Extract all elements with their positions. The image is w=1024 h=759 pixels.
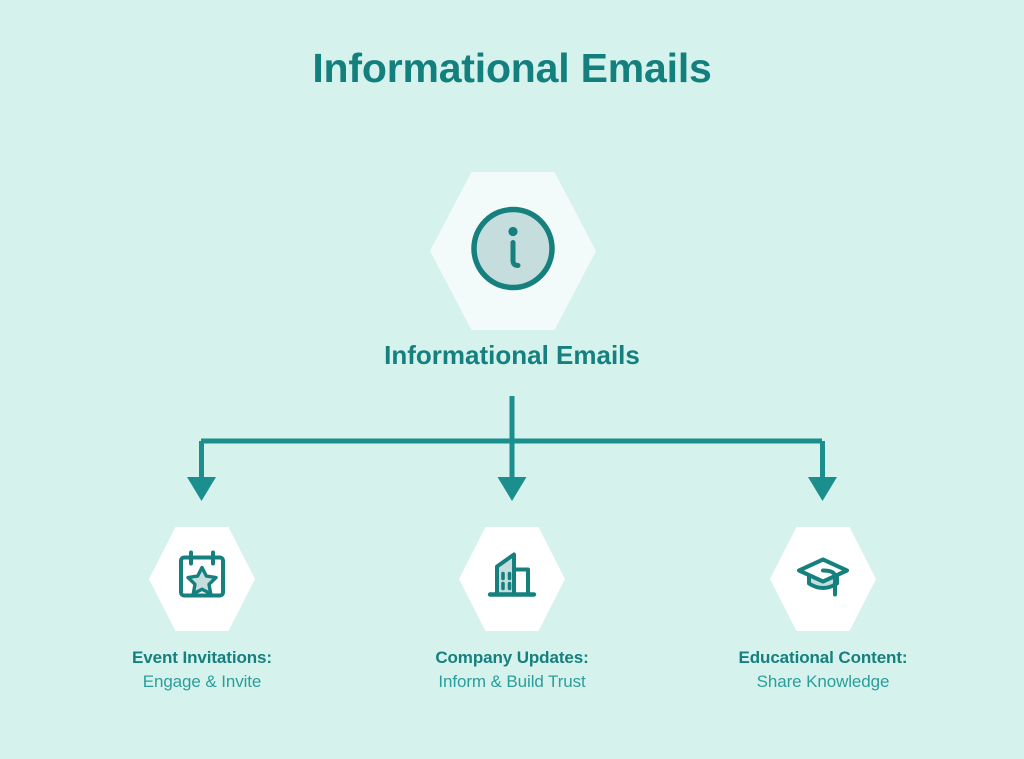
child-title: Company Updates: bbox=[435, 648, 589, 667]
child-node-company-updates[interactable]: Company Updates: Inform & Build Trust bbox=[406, 527, 618, 691]
child-label-block: Event Invitations: Engage & Invite bbox=[96, 648, 308, 691]
child-title: Event Invitations: bbox=[132, 648, 272, 667]
page-title: Informational Emails bbox=[312, 45, 712, 91]
child-title: Educational Content: bbox=[738, 648, 908, 667]
child-node-event-invitations[interactable]: Event Invitations: Engage & Invite bbox=[96, 527, 308, 691]
child-subtitle: Engage & Invite bbox=[142, 671, 262, 691]
graduation-cap-icon bbox=[793, 548, 853, 611]
root-node-label: Informational Emails bbox=[384, 340, 640, 370]
child-hexagon-wrap bbox=[149, 527, 255, 631]
root-node[interactable] bbox=[430, 172, 596, 330]
office-buildings-icon bbox=[483, 548, 541, 611]
child-subtitle: Share Knowledge bbox=[756, 671, 890, 691]
child-label-block: Educational Content: Share Knowledge bbox=[717, 648, 929, 691]
child-hexagon-wrap bbox=[459, 527, 565, 631]
calendar-star-icon bbox=[173, 548, 231, 611]
child-hexagon-wrap bbox=[770, 527, 876, 631]
child-subtitle: Inform & Build Trust bbox=[438, 671, 586, 691]
child-node-educational-content[interactable]: Educational Content: Share Knowledge bbox=[717, 527, 929, 691]
info-circle-icon bbox=[466, 202, 560, 301]
child-label-block: Company Updates: Inform & Build Trust bbox=[406, 648, 618, 691]
